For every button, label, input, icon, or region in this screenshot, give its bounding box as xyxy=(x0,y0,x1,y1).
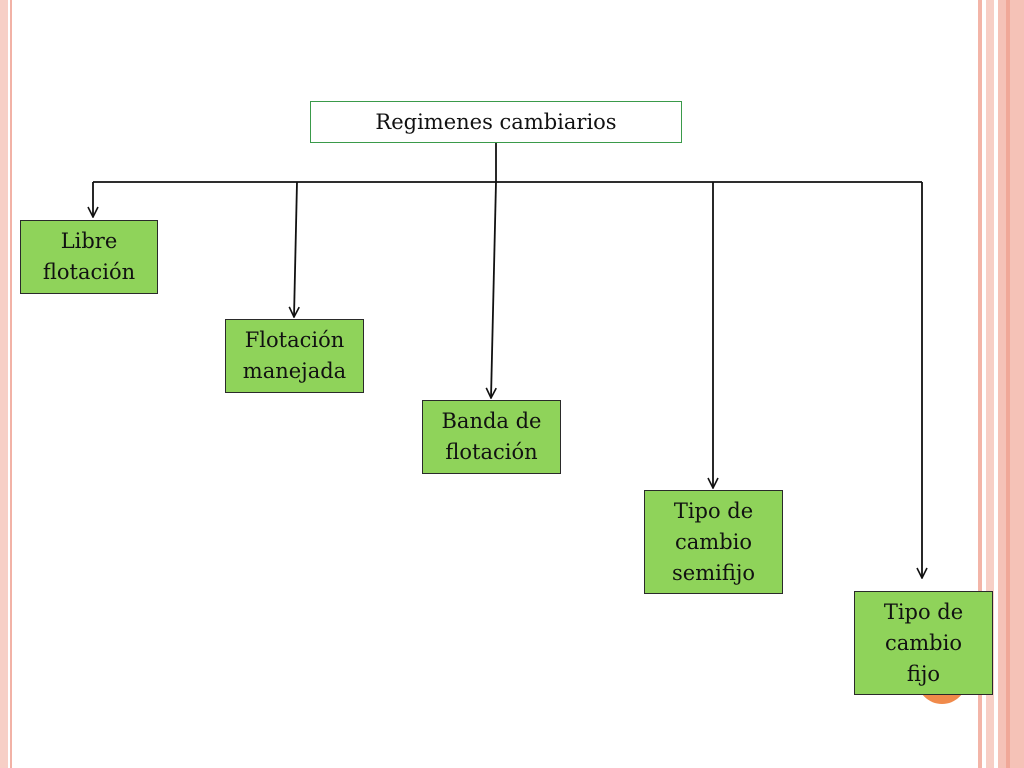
connector-arrow-banda-de-flotacion xyxy=(491,181,496,398)
node-label: Tipo de cambio fijo xyxy=(883,599,964,686)
slide-border-left xyxy=(0,0,8,768)
node-label: Tipo de cambio semifijo xyxy=(672,498,755,585)
slide-border-right-line xyxy=(978,0,982,768)
slide-border-right-band xyxy=(998,0,1024,768)
node-libre-flotacion: Libre flotación xyxy=(20,220,158,294)
node-tipo-de-cambio-semifijo: Tipo de cambio semifijo xyxy=(644,490,783,594)
node-label: Libre flotación xyxy=(42,229,136,284)
slide-border-right-stripe xyxy=(1006,0,1010,768)
node-tipo-de-cambio-fijo: Tipo de cambio fijo xyxy=(854,591,993,695)
root-node-regimenes-cambiarios: Regimenes cambiarios xyxy=(310,101,682,143)
slide-border-left-line xyxy=(10,0,12,768)
slide-border-right xyxy=(986,0,994,768)
node-flotacion-manejada: Flotación manejada xyxy=(225,319,364,393)
node-label: Flotación manejada xyxy=(242,328,347,383)
connector-arrow-flotacion-manejada xyxy=(294,181,297,317)
node-banda-de-flotacion: Banda de flotación xyxy=(422,400,561,474)
root-node-label: Regimenes cambiarios xyxy=(375,109,617,134)
node-label: Banda de flotación xyxy=(441,409,542,464)
